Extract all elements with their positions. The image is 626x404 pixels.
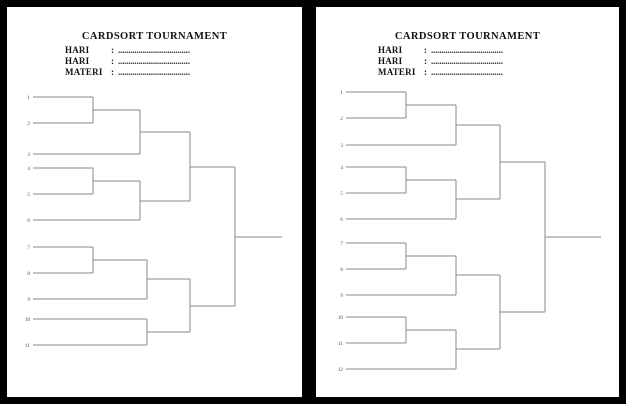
field-colon: : — [111, 56, 114, 66]
field-colon: : — [424, 56, 427, 66]
seed-number: 11 — [25, 343, 30, 349]
header-fields: HARI : .................................… — [7, 45, 302, 78]
field-fill-line-materi[interactable]: ................................... — [431, 67, 503, 77]
seed-number: 2 — [27, 121, 30, 127]
seed-number: 3 — [27, 152, 30, 158]
seed-number: 8 — [27, 271, 30, 277]
header-field-row: HARI : .................................… — [378, 45, 619, 56]
field-colon: : — [424, 67, 427, 77]
seed-number: 11 — [338, 341, 343, 347]
seed-number: 7 — [340, 241, 343, 247]
seed-number: 10 — [338, 315, 344, 321]
seed-number: 9 — [27, 297, 30, 303]
sheet-right: CARDSORT TOURNAMENT HARI : .............… — [316, 7, 619, 397]
seed-number: 4 — [340, 165, 343, 171]
field-label-hari-1: HARI — [65, 45, 90, 55]
seed-number: 5 — [340, 191, 343, 197]
header-field-row: HARI : .................................… — [65, 56, 302, 67]
field-fill-line-hari-2[interactable]: ................................... — [118, 56, 190, 66]
field-label-hari-1: HARI — [378, 45, 403, 55]
header-field-row: MATERI : ...............................… — [378, 67, 619, 78]
field-colon: : — [424, 45, 427, 55]
field-label-materi: MATERI — [378, 67, 416, 77]
seed-number: 8 — [340, 267, 343, 273]
field-colon: : — [111, 45, 114, 55]
field-fill-line-hari-1[interactable]: ................................... — [118, 45, 190, 55]
header-field-row: HARI : .................................… — [65, 45, 302, 56]
header-field-row: HARI : .................................… — [378, 56, 619, 67]
header-left: CARDSORT TOURNAMENT HARI : .............… — [7, 31, 302, 78]
page-title: CARDSORT TOURNAMENT — [394, 31, 541, 42]
seed-number: 1 — [27, 95, 30, 101]
bracket-right: 1 2 3 4 5 6 7 8 9 10 11 12 — [316, 7, 619, 397]
header-right: CARDSORT TOURNAMENT HARI : .............… — [316, 31, 619, 78]
header-field-row: MATERI : ...............................… — [65, 67, 302, 78]
seed-number: 9 — [340, 293, 343, 299]
field-fill-line-hari-1[interactable]: ................................... — [431, 45, 503, 55]
tournament-sheet-left: CARDSORT TOURNAMENT HARI : .............… — [7, 7, 302, 397]
seed-number: 7 — [27, 245, 30, 251]
seed-number: 1 — [340, 90, 343, 96]
seed-number: 3 — [340, 143, 343, 149]
field-label-hari-2: HARI — [65, 56, 90, 66]
seed-number: 6 — [27, 218, 30, 224]
field-fill-line-materi[interactable]: ................................... — [118, 67, 190, 77]
seed-number: 6 — [340, 217, 343, 223]
seed-number: 12 — [338, 367, 344, 373]
field-colon: : — [111, 67, 114, 77]
field-label-hari-2: HARI — [378, 56, 403, 66]
header-fields: HARI : .................................… — [316, 45, 619, 78]
seed-number: 2 — [340, 116, 343, 122]
tournament-sheet-right: CARDSORT TOURNAMENT HARI : .............… — [316, 7, 619, 397]
seed-number: 4 — [27, 166, 30, 172]
field-fill-line-hari-2[interactable]: ................................... — [431, 56, 503, 66]
seed-number: 10 — [25, 317, 31, 323]
seed-number: 5 — [27, 192, 30, 198]
field-label-materi: MATERI — [65, 67, 103, 77]
bracket-left: 1 2 3 4 5 6 7 8 9 10 11 — [7, 7, 302, 397]
page-title: CARDSORT TOURNAMENT — [81, 31, 228, 42]
sheet-left: CARDSORT TOURNAMENT HARI : .............… — [7, 7, 302, 397]
